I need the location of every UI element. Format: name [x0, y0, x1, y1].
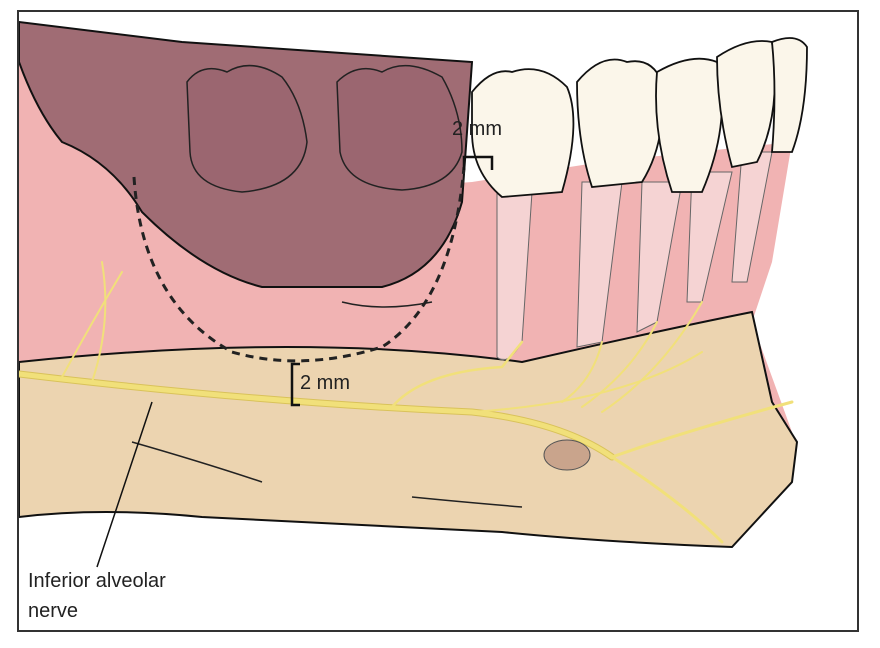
- nerve-leader-line: [96, 401, 153, 568]
- tooth-roots: [496, 151, 773, 361]
- molar-1: [186, 64, 308, 193]
- inferior-alveolar-nerve: [19, 261, 794, 544]
- bottom-measure-label: 2 mm: [300, 372, 350, 394]
- bottom-measure-bracket: [290, 362, 300, 407]
- illustration-frame: [17, 10, 859, 632]
- top-measure-bracket: [462, 155, 494, 170]
- nerve-label-line1: Inferior alveolar: [28, 570, 166, 592]
- mental-foramen: [543, 439, 591, 471]
- nerve-label-line2: nerve: [28, 600, 79, 622]
- top-measure-label: 2 mm: [452, 118, 502, 140]
- bone-texture-lines: [131, 301, 523, 508]
- mandible-illustration: [19, 20, 808, 568]
- safe-zone-dashed-outline: [132, 166, 466, 363]
- mandible-bone: [19, 310, 799, 549]
- front-teeth: [471, 37, 808, 198]
- molar-2: [336, 64, 463, 191]
